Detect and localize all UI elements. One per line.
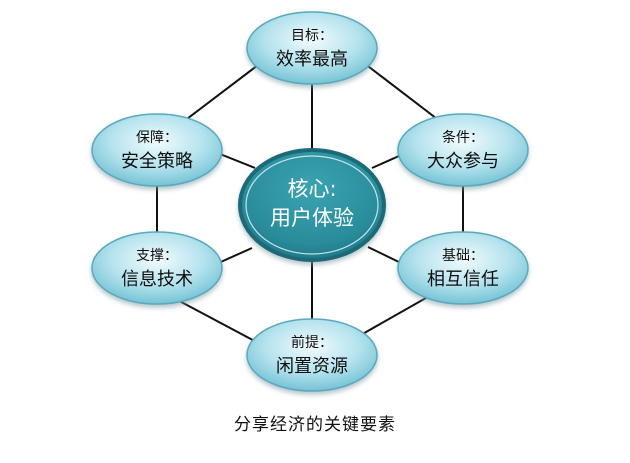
connector-lower-right-bottom [351,289,441,341]
connector-bottom-lower-left [169,295,263,346]
center-node: 核心: 用户体验 [238,148,386,262]
node-bottom-label: 前提： [291,334,333,351]
connector-upper-left-top [174,61,263,129]
node-lower-right-label: 基础： [442,247,484,264]
center-node-line1: 核心: [287,177,336,201]
node-upper-right-value: 大众参与 [427,151,499,172]
connector-top-upper-right [359,59,446,126]
node-lower-right: 基础： 相互信任 [397,231,529,305]
diagram-caption: 分享经济的关键要素 [234,415,396,435]
node-bottom: 前提： 闲置资源 [246,318,378,392]
node-lower-right-value: 相互信任 [427,269,499,290]
node-upper-right-label: 条件： [442,129,484,146]
node-bottom-value: 闲置资源 [276,356,348,377]
node-lower-left-label: 支撑： [136,248,178,264]
center-node-line2: 用户体验 [270,206,354,230]
node-upper-left: 保障： 安全策略 [91,113,223,187]
node-top-label: 目标： [291,28,333,44]
node-top: 目标： 效率最高 [246,11,378,85]
ring-connectors [156,59,464,346]
node-lower-left: 支撑： 信息技术 [91,231,223,305]
node-lower-left-value: 信息技术 [121,269,193,290]
node-upper-right: 条件： 大众参与 [397,113,529,187]
node-top-value: 效率最高 [276,49,348,70]
node-upper-left-value: 安全策略 [121,151,193,172]
node-upper-left-label: 保障： [136,130,178,146]
